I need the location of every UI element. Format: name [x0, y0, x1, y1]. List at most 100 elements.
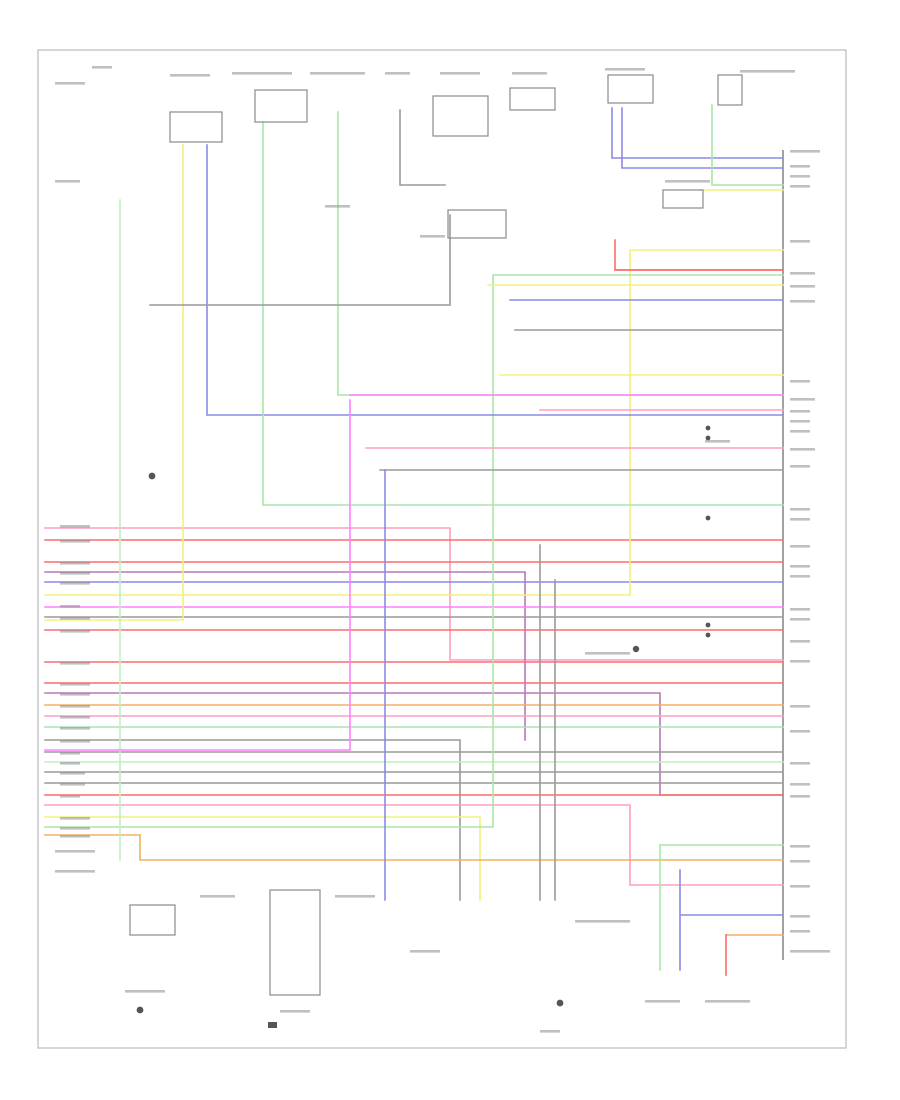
illegible-label — [232, 72, 292, 75]
ground-icon — [632, 645, 640, 653]
wire-yellow — [44, 144, 184, 621]
ground-icon — [136, 1006, 144, 1014]
illegible-label — [790, 565, 810, 568]
illegible-label — [60, 817, 90, 820]
illegible-label — [200, 895, 235, 898]
illegible-label — [790, 950, 830, 953]
illegible-label — [170, 74, 210, 77]
illegible-label — [540, 1030, 560, 1033]
illegible-label — [790, 575, 810, 578]
illegible-label — [575, 920, 630, 923]
illegible-label — [60, 716, 90, 719]
illegible-label — [60, 582, 90, 585]
wire-harness — [44, 104, 784, 976]
illegible-label — [385, 72, 410, 75]
illegible-label — [60, 762, 80, 765]
wire-purple — [44, 692, 784, 796]
illegible-label — [60, 525, 90, 528]
wire-green — [44, 274, 784, 828]
illegible-label — [420, 235, 445, 238]
illegible-label — [60, 572, 90, 575]
illegible-label — [790, 845, 810, 848]
illegible-label — [790, 380, 810, 383]
illegible-label — [410, 950, 440, 953]
illegible-label — [605, 68, 645, 71]
wire-magenta — [44, 399, 351, 751]
illegible-label — [60, 617, 90, 620]
illegible-label — [440, 72, 480, 75]
illegible-label — [60, 562, 90, 565]
illegible-label — [790, 608, 810, 611]
wire-blue — [611, 107, 784, 159]
wire-pink — [44, 527, 784, 661]
illegible-label — [790, 762, 810, 765]
illegible-label — [60, 630, 90, 633]
ground-symbols — [136, 425, 711, 1028]
illegible-label — [790, 430, 810, 433]
illegible-label — [60, 705, 90, 708]
illegible-label — [310, 72, 365, 75]
ground-icon — [705, 435, 711, 441]
ground-icon — [268, 1022, 277, 1028]
illegible-label — [790, 420, 810, 423]
wire-gray — [44, 739, 461, 901]
illegible-label — [790, 518, 810, 521]
illegible-label — [60, 693, 90, 696]
illegible-label — [790, 795, 810, 798]
illegible-label — [60, 662, 90, 665]
illegible-label — [790, 165, 810, 168]
illegible-label — [92, 66, 112, 69]
wire-blue — [621, 107, 784, 169]
illegible-label — [790, 150, 820, 153]
illegible-label — [325, 205, 350, 208]
wire-purple — [44, 571, 526, 741]
illegible-label — [790, 285, 815, 288]
illegible-label — [790, 448, 815, 451]
ground-icon — [705, 632, 711, 638]
illegible-label — [790, 660, 810, 663]
illegible-label — [585, 652, 630, 655]
illegible-label — [790, 272, 815, 275]
wire-red — [614, 239, 784, 271]
illegible-label — [60, 752, 80, 755]
wire-green — [711, 104, 784, 186]
illegible-label — [790, 175, 810, 178]
illegible-label — [790, 783, 810, 786]
wire-gray — [149, 214, 451, 306]
illegible-label — [60, 605, 80, 608]
illegible-label — [790, 618, 810, 621]
ground-icon — [556, 999, 564, 1007]
illegible-label — [55, 82, 85, 85]
illegible-label — [60, 835, 90, 838]
wire-gray — [399, 109, 446, 186]
illegible-label — [740, 70, 795, 73]
illegible-label — [790, 545, 810, 548]
illegible-label — [790, 398, 815, 401]
illegible-label — [790, 705, 810, 708]
illegible-label — [705, 440, 730, 443]
illegible-label — [60, 827, 90, 830]
illegible-label — [60, 783, 85, 786]
illegible-label — [60, 540, 90, 543]
illegible-label — [280, 1010, 310, 1013]
illegible-label — [790, 185, 810, 188]
wire-green — [337, 111, 784, 396]
illegible-label — [665, 180, 710, 183]
illegible-label — [790, 300, 815, 303]
wire-yellow — [44, 816, 481, 901]
illegible-label — [790, 860, 810, 863]
illegible-label — [60, 683, 90, 686]
illegible-label — [55, 180, 80, 183]
ground-icon — [705, 515, 711, 521]
illegible-label — [790, 915, 810, 918]
illegible-label — [60, 795, 80, 798]
diagram-frame — [37, 49, 847, 1049]
ground-icon — [705, 622, 711, 628]
illegible-label — [512, 72, 547, 75]
wire-yellow — [44, 249, 784, 596]
illegible-label — [60, 772, 85, 775]
illegible-label — [335, 895, 375, 898]
illegible-label — [645, 1000, 680, 1003]
illegible-label — [60, 740, 90, 743]
